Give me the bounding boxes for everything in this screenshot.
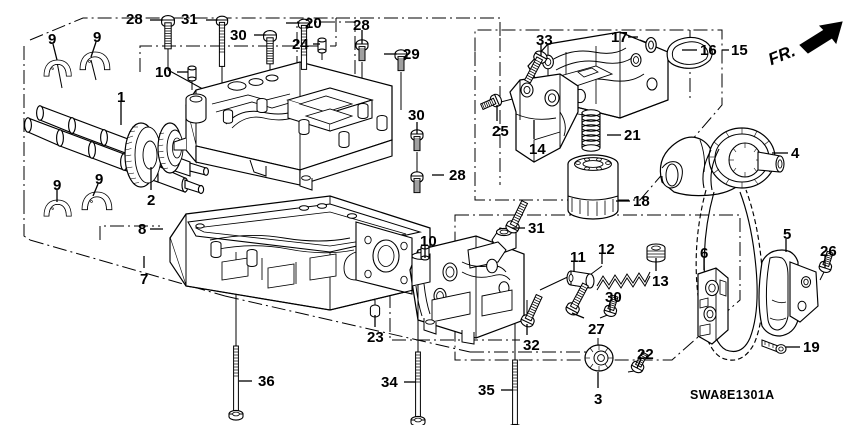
callout-31: 31 xyxy=(528,220,545,237)
leader-9 xyxy=(90,41,97,58)
oil-filter-18 xyxy=(567,154,619,220)
callout-20: 20 xyxy=(305,15,322,32)
callout-21: 21 xyxy=(624,127,641,144)
callout-32: 32 xyxy=(523,337,540,354)
balancer-lower-housing xyxy=(169,195,431,318)
callout-31: 31 xyxy=(181,11,198,28)
callout-9: 9 xyxy=(48,31,57,48)
callout-23: 23 xyxy=(367,329,384,346)
callout-24: 24 xyxy=(292,36,309,53)
callout-7: 7 xyxy=(140,271,149,288)
callout-27: 27 xyxy=(588,321,605,338)
callout-28: 28 xyxy=(449,167,466,184)
leader-27 xyxy=(571,312,585,319)
callout-26: 26 xyxy=(820,243,837,260)
leader-9 xyxy=(92,183,99,197)
callout-6: 6 xyxy=(700,245,709,262)
leader-22 xyxy=(636,358,642,369)
balancer-gear-large xyxy=(124,122,162,188)
fasteners xyxy=(161,15,837,425)
balancer-drive-gear-4 xyxy=(659,127,785,197)
relief-valve-piston-11 xyxy=(566,270,595,289)
callout-29: 29 xyxy=(403,46,420,63)
diagram-part-code: SWA8E1301A xyxy=(690,388,775,402)
callout-9: 9 xyxy=(95,171,104,188)
chain-guide-6 xyxy=(697,267,729,345)
o-ring-17 xyxy=(645,37,657,53)
callout-10: 10 xyxy=(155,64,172,81)
callout-15: 15 xyxy=(731,42,748,59)
callout-2: 2 xyxy=(147,192,156,209)
chain-guide-bolt-19 xyxy=(761,339,787,354)
callout-16: 16 xyxy=(700,42,717,59)
relief-valve-parts xyxy=(566,243,666,291)
balancer-upper-housing xyxy=(173,61,393,191)
oil-pump-sprocket-3 xyxy=(584,344,614,372)
oil-filter-bracket-14 xyxy=(509,73,579,163)
callout-1: 1 xyxy=(117,89,126,106)
callout-5: 5 xyxy=(783,226,792,243)
callout-30: 30 xyxy=(408,107,425,124)
oil-filter-center-bolt-21 xyxy=(581,109,601,152)
callout-19: 19 xyxy=(803,339,820,356)
oil-pump-body xyxy=(409,227,525,345)
through-bolt-36 xyxy=(228,345,244,421)
through-bolt-34 xyxy=(410,351,426,425)
callout-28: 28 xyxy=(353,17,370,34)
callout-22: 22 xyxy=(637,346,654,363)
chain-tensioner-arm-5 xyxy=(758,249,819,337)
callout-30: 30 xyxy=(230,27,247,44)
callout-30: 30 xyxy=(605,289,622,306)
callout-9: 9 xyxy=(93,29,102,46)
relief-valve-spring-12 xyxy=(596,271,651,291)
callout-13: 13 xyxy=(652,273,669,290)
callout-17: 17 xyxy=(611,29,628,46)
callout-3: 3 xyxy=(594,391,603,408)
callout-34: 34 xyxy=(381,374,398,391)
callout-36: 36 xyxy=(258,373,275,390)
callout-10: 10 xyxy=(420,233,437,250)
diagram-linework xyxy=(23,15,843,425)
callout-25: 25 xyxy=(492,123,509,140)
callout-14: 14 xyxy=(529,141,546,158)
callout-4: 4 xyxy=(791,145,800,162)
callout-12: 12 xyxy=(598,241,615,258)
housing-plug-23 xyxy=(369,304,381,318)
oil-cooler-gasket-16 xyxy=(666,36,713,69)
balance-shaft-assembly xyxy=(24,105,209,195)
fr-arrow-icon xyxy=(799,21,843,54)
callout-leader-ticks xyxy=(52,19,826,391)
leader-9 xyxy=(52,43,58,61)
callout-28: 28 xyxy=(126,11,143,28)
callout-9: 9 xyxy=(53,177,62,194)
callout-35: 35 xyxy=(478,382,495,399)
callout-11: 11 xyxy=(570,249,586,266)
callout-8: 8 xyxy=(138,221,147,238)
callout-18: 18 xyxy=(633,193,650,210)
through-bolt-35 xyxy=(507,359,523,425)
callout-33: 33 xyxy=(536,32,553,49)
